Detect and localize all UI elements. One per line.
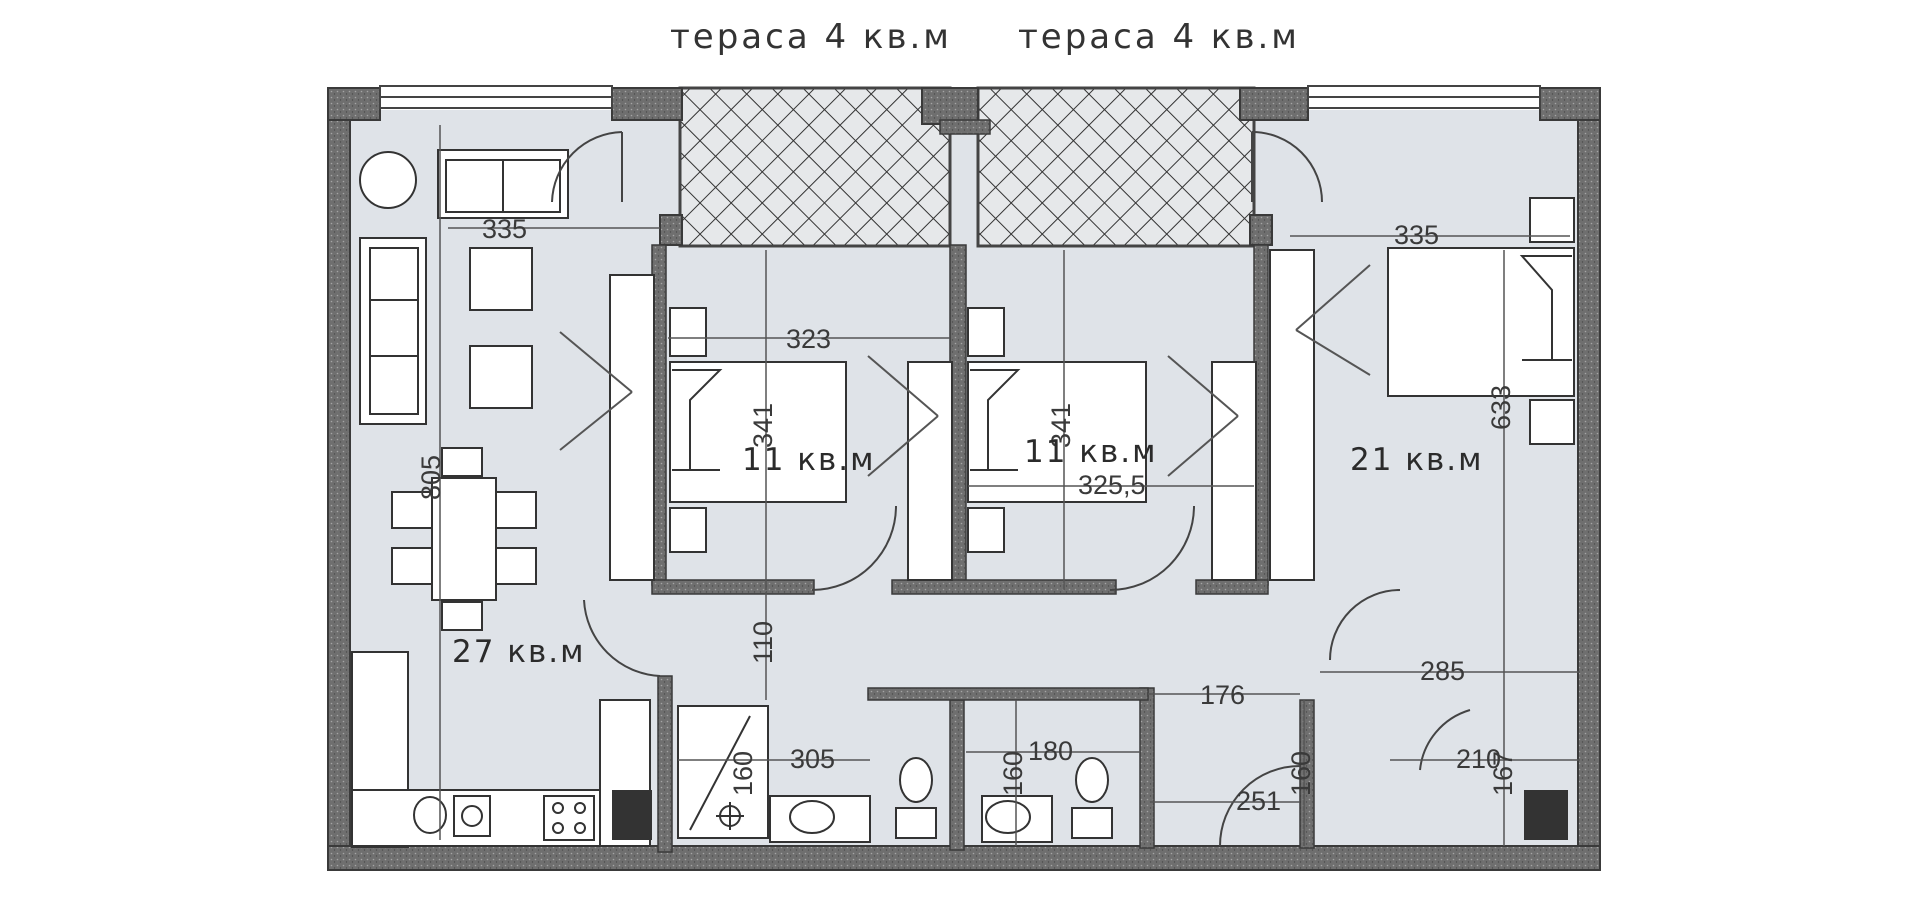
plant-icon bbox=[359, 151, 417, 209]
room-bedroom-1-area: 11 кв.м bbox=[742, 442, 876, 478]
armchair-icon bbox=[469, 247, 533, 409]
dim-bed1-width: 323 bbox=[786, 324, 831, 354]
shower-icon bbox=[677, 705, 769, 839]
toilet-icon bbox=[895, 757, 937, 839]
dim-master-depth: 633 bbox=[1486, 385, 1516, 430]
dim-bath2-width: 180 bbox=[1028, 736, 1073, 766]
dim-living-depth: 805 bbox=[416, 455, 446, 500]
windows bbox=[379, 85, 1541, 109]
dim-closet-small: 210 bbox=[1456, 744, 1501, 774]
dim-bath1-width: 305 bbox=[790, 744, 835, 774]
sofa-icon bbox=[359, 237, 427, 425]
dim-entry-width: 251 bbox=[1236, 786, 1281, 816]
dim-bed2-depth: 341 bbox=[1046, 403, 1076, 448]
dim-hall-gap: 110 bbox=[748, 621, 778, 664]
shaft-icon bbox=[612, 790, 1568, 840]
dim-bath1-depth: 160 bbox=[728, 751, 758, 796]
interior-walls bbox=[651, 119, 1315, 853]
dim-closet-depth: 167 bbox=[1488, 751, 1518, 796]
dim-bath2-depth: 160 bbox=[998, 751, 1028, 796]
stove-icon bbox=[543, 795, 595, 841]
dim-entry-depth: 160 bbox=[1286, 751, 1316, 796]
sink-icon bbox=[981, 795, 1053, 843]
terrace-right: тераса 4 кв.м bbox=[976, 17, 1300, 248]
toilet-icon bbox=[1071, 757, 1113, 839]
dim-master-width: 335 bbox=[1394, 220, 1439, 250]
wardrobe-icon bbox=[559, 249, 1371, 581]
dim-living-width: 335 bbox=[482, 214, 527, 244]
bed-icon bbox=[669, 307, 847, 553]
terrace-right-label: тераса 4 кв.м bbox=[1018, 17, 1300, 57]
bed-icon bbox=[967, 307, 1147, 553]
room-master-area: 21 кв.м bbox=[1350, 442, 1484, 478]
kitchen-sink-icon bbox=[413, 795, 491, 837]
sink-icon bbox=[769, 795, 871, 843]
dining-table-icon bbox=[391, 447, 537, 631]
sofa-icon bbox=[437, 149, 569, 219]
room-bedroom-2-area: 11 кв.м bbox=[1024, 434, 1158, 470]
dim-closet-width: 285 bbox=[1420, 656, 1465, 686]
terrace-left-label: тераса 4 кв.м bbox=[670, 17, 952, 57]
dim-bed2-width: 325,5 bbox=[1078, 470, 1146, 500]
door-icon bbox=[551, 131, 1471, 847]
bed-icon bbox=[1387, 197, 1575, 445]
dim-hall-width: 176 bbox=[1200, 680, 1245, 710]
room-living-area: 27 кв.м bbox=[452, 634, 586, 670]
dimension-lines bbox=[439, 125, 1580, 846]
dim-bed1-depth: 341 bbox=[748, 403, 778, 448]
terrace-left: тераса 4 кв.м bbox=[670, 17, 952, 248]
